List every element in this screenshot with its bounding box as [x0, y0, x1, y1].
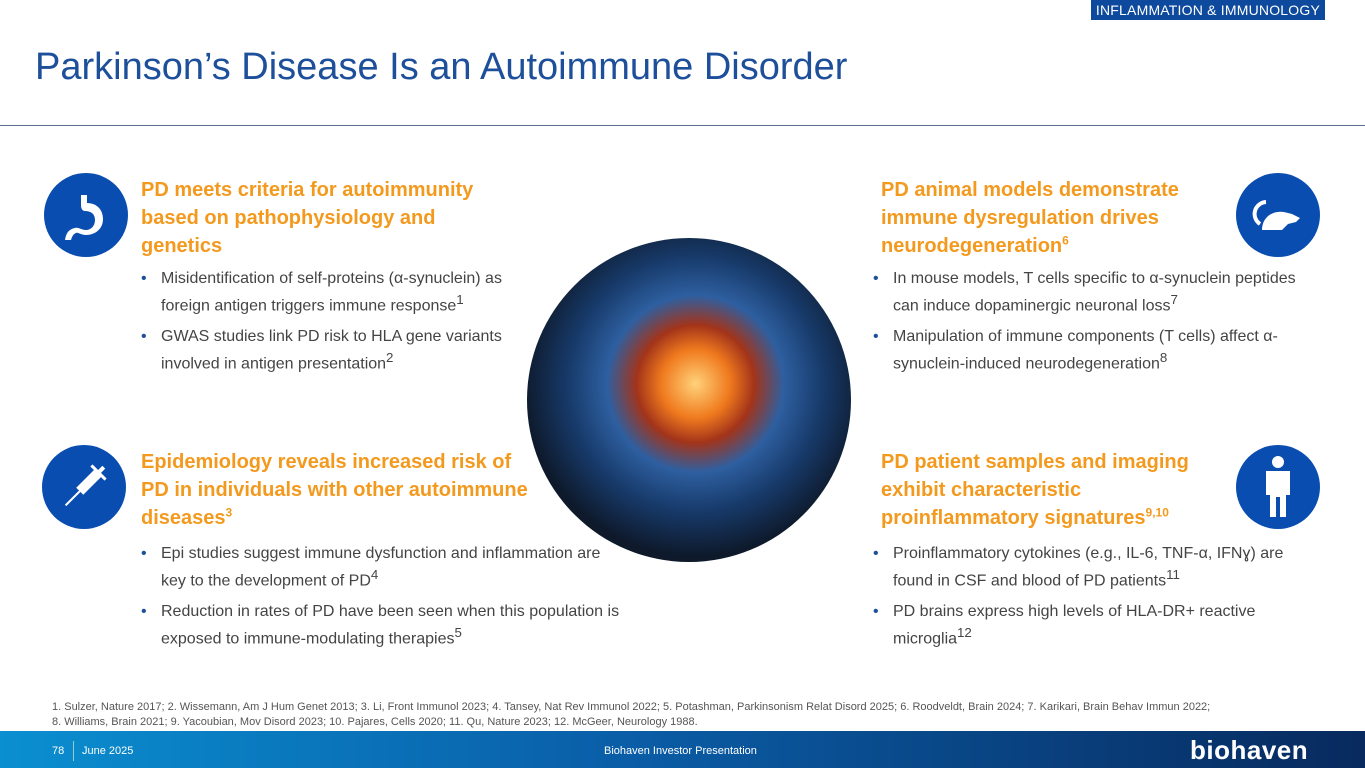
biohaven-logo: biohaven	[1190, 735, 1309, 765]
q1-bullets: Misidentification of self-proteins (α-sy…	[141, 268, 541, 385]
divider	[0, 125, 1365, 126]
q2-heading: PD animal models demonstrate immune dysr…	[881, 179, 1179, 257]
q4-bullets: Proinflammatory cytokines (e.g., IL-6, T…	[873, 543, 1313, 660]
mouse-icon	[1236, 173, 1320, 257]
list-item: In mouse models, T cells specific to α-s…	[873, 268, 1303, 316]
list-item: PD brains express high levels of HLA-DR+…	[873, 601, 1313, 649]
list-item: Epi studies suggest immune dysfunction a…	[141, 543, 621, 591]
footnotes: 1. Sulzer, Nature 2017; 2. Wissemann, Am…	[52, 700, 1210, 730]
footer-title: Biohaven Investor Presentation	[604, 745, 757, 757]
footer-date: June 2025	[82, 745, 134, 757]
q3-heading: Epidemiology reveals increased risk of P…	[141, 451, 528, 529]
q4-heading: PD patient samples and imaging exhibit c…	[881, 451, 1189, 529]
list-item: Reduction in rates of PD have been seen …	[141, 601, 621, 649]
page-number: 78	[52, 745, 65, 757]
brain-image	[527, 238, 851, 562]
q1-heading: PD meets criteria for autoimmunity based…	[141, 179, 474, 257]
list-item: Manipulation of immune components (T cel…	[873, 326, 1303, 374]
list-item: Proinflammatory cytokines (e.g., IL-6, T…	[873, 543, 1313, 591]
footer: 78 June 2025 Biohaven Investor Presentat…	[0, 731, 1365, 768]
list-item: Misidentification of self-proteins (α-sy…	[141, 268, 541, 316]
section-tag: INFLAMMATION & IMMUNOLOGY	[1090, 0, 1325, 20]
q2-bullets: In mouse models, T cells specific to α-s…	[873, 268, 1303, 385]
q3-bullets: Epi studies suggest immune dysfunction a…	[141, 543, 621, 660]
footnote-line: 1. Sulzer, Nature 2017; 2. Wissemann, Am…	[52, 701, 1211, 713]
footer-separator	[73, 741, 74, 761]
list-item: GWAS studies link PD risk to HLA gene va…	[141, 326, 541, 374]
person-icon	[1236, 445, 1320, 529]
footnote-line: 8. Williams, Brain 2021; 9. Yacoubian, M…	[52, 716, 698, 728]
syringe-icon	[42, 445, 126, 529]
stomach-icon	[44, 173, 128, 257]
page-title: Parkinson’s Disease Is an Autoimmune Dis…	[35, 46, 848, 88]
